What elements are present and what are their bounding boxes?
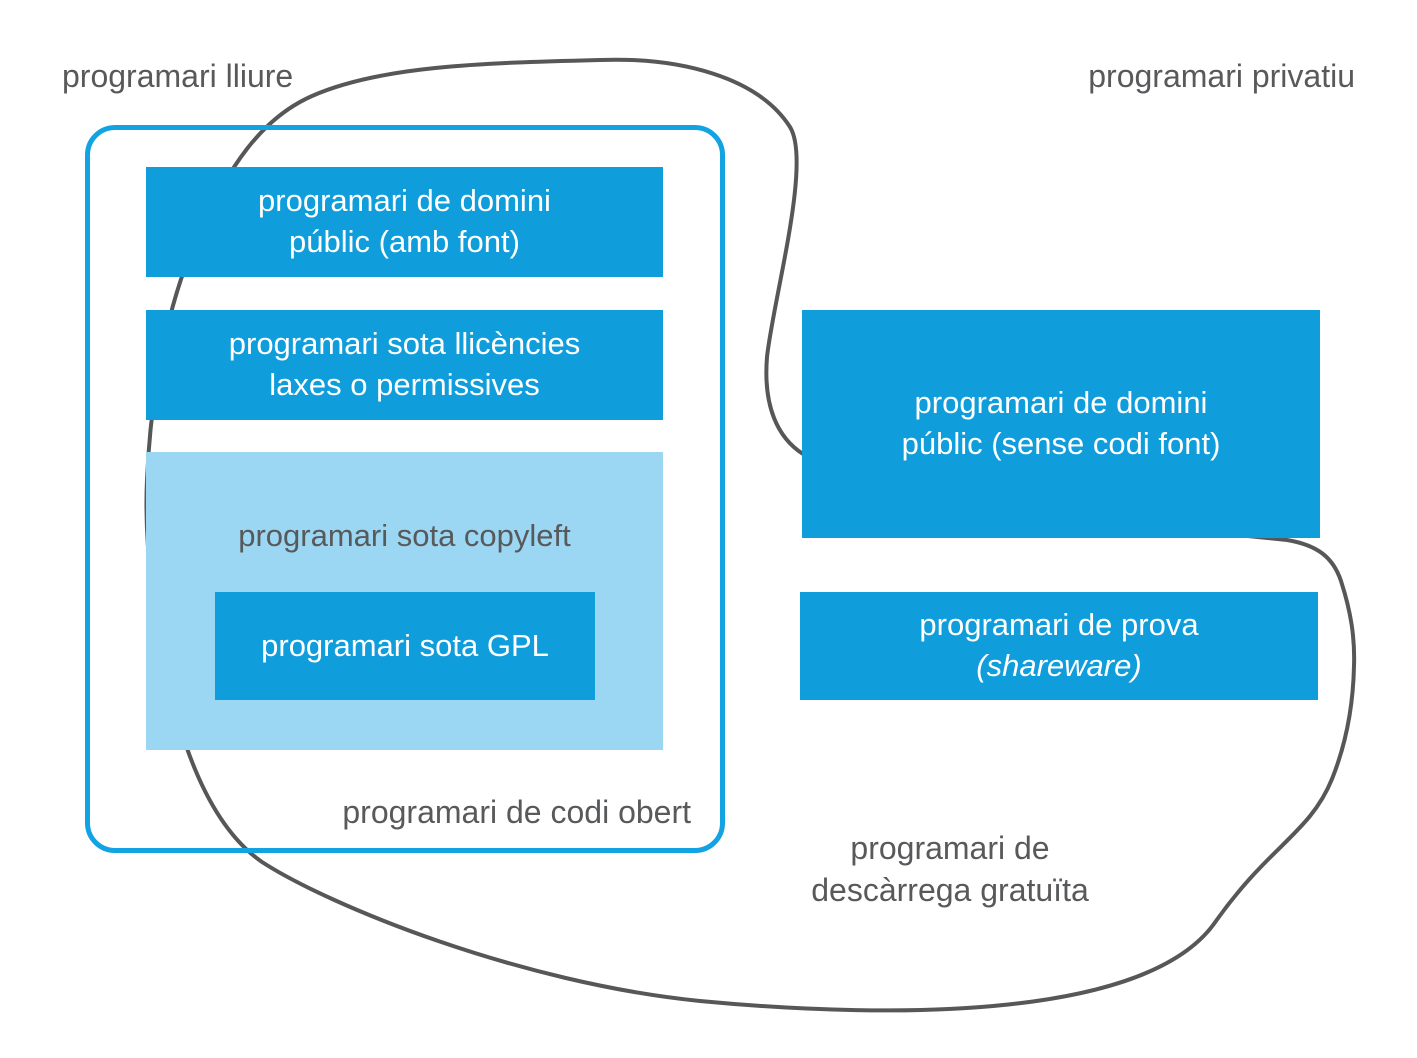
public-domain-with-source-line1: programari de domini bbox=[258, 183, 551, 219]
proprietary-software-label: programari privatiu bbox=[1088, 58, 1355, 94]
open-source-outline-box bbox=[85, 125, 725, 853]
open-source-label: programari de codi obert bbox=[342, 794, 691, 830]
freeware-label-line2: descàrrega gratuïta bbox=[811, 871, 1089, 908]
gpl-box: programari sota GPL bbox=[215, 592, 595, 700]
gpl-label: programari sota GPL bbox=[261, 627, 549, 663]
shareware-line1: programari de prova bbox=[919, 607, 1199, 643]
shareware-box: programari de prova (shareware) bbox=[800, 592, 1318, 700]
shareware-line2: (shareware) bbox=[976, 648, 1142, 683]
public-domain-no-source-box: programari de domini públic (sense codi … bbox=[802, 310, 1320, 538]
permissive-licenses-line1: programari sota llicències bbox=[228, 326, 581, 362]
public-domain-with-source-text: programari de domini públic (amb font) bbox=[258, 181, 551, 263]
permissive-licenses-text: programari sota llicències laxes o permi… bbox=[229, 324, 580, 406]
public-domain-no-source-line1: programari de domini bbox=[914, 385, 1208, 421]
public-domain-no-source-text: programari de domini públic (sense codi … bbox=[902, 383, 1221, 465]
public-domain-no-source-line2: públic (sense codi font) bbox=[901, 426, 1221, 461]
free-software-label: programari lliure bbox=[62, 58, 294, 94]
public-domain-with-source-box: programari de domini públic (amb font) bbox=[146, 167, 663, 277]
public-domain-with-source-line2: públic (amb font) bbox=[289, 224, 520, 259]
permissive-licenses-line2: laxes o permissives bbox=[269, 367, 540, 402]
freeware-label-line1: programari de bbox=[850, 830, 1050, 866]
shareware-text: programari de prova (shareware) bbox=[919, 605, 1198, 687]
copyleft-label: programari sota copyleft bbox=[238, 518, 571, 553]
permissive-licenses-box: programari sota llicències laxes o permi… bbox=[146, 310, 663, 420]
freeware-label: programari de descàrrega gratuïta bbox=[740, 828, 1160, 911]
